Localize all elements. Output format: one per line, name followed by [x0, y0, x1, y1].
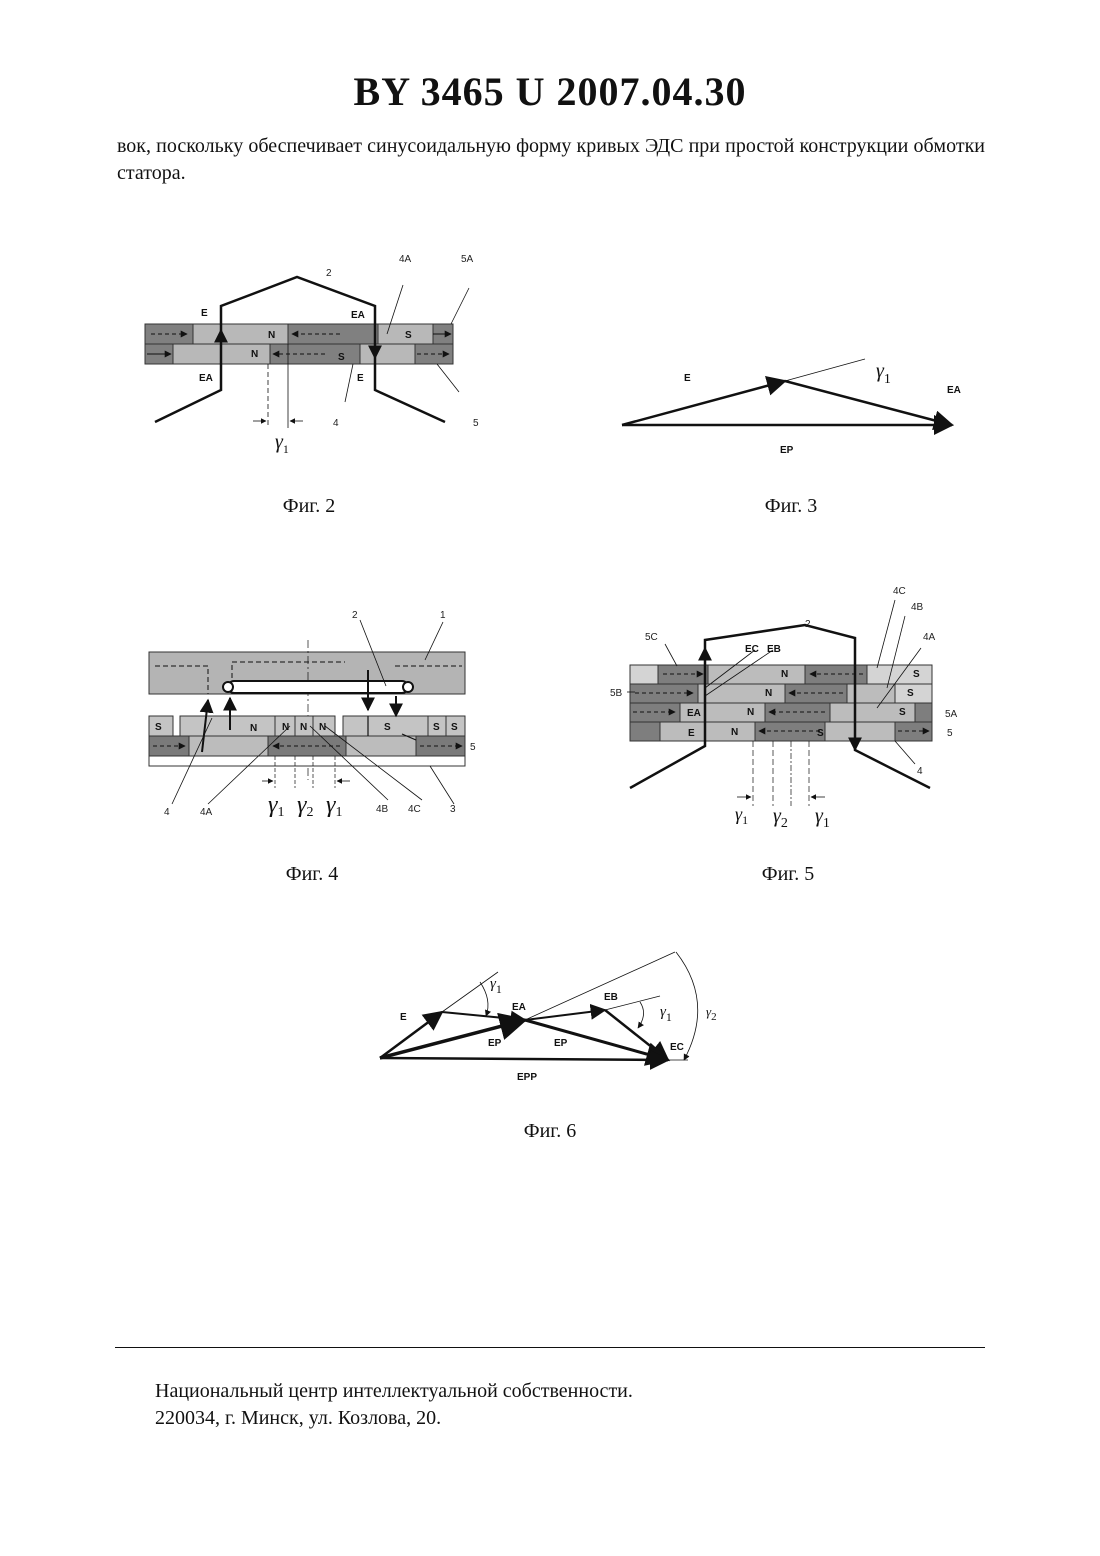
label-EC: EC [745, 644, 759, 655]
label-EP: EP [780, 445, 794, 456]
magnet-N-4: N [319, 722, 326, 733]
magnet-S-3: S [433, 722, 440, 733]
magnet-S-1: S [155, 722, 162, 733]
caption-fig-5: Фиг. 5 [688, 863, 888, 886]
gamma-1-left-subscript: 1 [742, 813, 748, 827]
svg-text:γ2: γ2 [297, 792, 313, 820]
svg-text:γ1: γ1 [268, 792, 284, 820]
label-EP-left: EP [488, 1038, 502, 1049]
caption-fig-3: Фиг. 3 [691, 495, 891, 518]
label-4B: 4B [376, 804, 389, 815]
label-5: 5 [470, 742, 476, 753]
gamma-1-right-subscript: 1 [823, 816, 830, 831]
label-4C: 4C [893, 586, 906, 597]
label-EA-bottom: EA [199, 373, 213, 384]
label-EB: EB [604, 992, 618, 1003]
gamma-subscript: 1 [884, 372, 891, 387]
label-5: 5 [947, 728, 953, 739]
magnet-S-3: S [899, 707, 906, 718]
magnet-N-1: N [781, 669, 788, 680]
magnet-S-top: S [405, 330, 412, 341]
label-3: 3 [450, 804, 456, 815]
label-E-top: E [201, 308, 208, 319]
gamma-1-left-subscript: 1 [496, 982, 502, 996]
magnet-N-bottom: N [251, 349, 258, 360]
footer-line-1: Национальный центр интеллектуальной собс… [155, 1378, 633, 1405]
magnet-S-4: S [451, 722, 458, 733]
svg-text:γ1: γ1 [326, 792, 342, 820]
caption-fig-4: Фиг. 4 [212, 863, 412, 886]
caption-fig-2: Фиг. 2 [209, 495, 409, 518]
gamma-1-right-subscript: 1 [666, 1010, 672, 1024]
label-4: 4 [333, 418, 339, 429]
label-E: E [684, 373, 691, 384]
label-5A: 5A [945, 709, 958, 720]
magnet-N-2: N [282, 722, 289, 733]
label-5B: 5B [610, 688, 623, 699]
magnet-N-4: N [731, 727, 738, 738]
label-EC: EC [670, 1042, 684, 1053]
gamma-subscript: 1 [283, 442, 289, 456]
caption-fig-6: Фиг. 6 [450, 1120, 650, 1143]
svg-text:γ2: γ2 [773, 805, 788, 831]
svg-text:γ1: γ1 [660, 1004, 672, 1024]
footer-divider [115, 1347, 985, 1348]
label-5A: 5A [461, 254, 474, 265]
magnet-N-2: N [765, 688, 772, 699]
gamma-2-subscript: 2 [781, 816, 788, 831]
figure-3: E EA EP γ1 [610, 355, 980, 470]
magnet-N-3: N [300, 722, 307, 733]
label-4: 4 [164, 807, 170, 818]
gamma-2-subscript: 2 [711, 1011, 717, 1023]
magnet-S-2: S [907, 688, 914, 699]
label-4: 4 [917, 766, 923, 777]
figure-2: 2 4A 5A 4 5 E EA EA E N N S S γ1 [135, 240, 495, 465]
label-EA-top: EA [351, 310, 365, 321]
gamma-1-right-subscript: 1 [335, 805, 342, 820]
footer: Национальный центр интеллектуальной собс… [155, 1378, 633, 1432]
label-EA: EA [512, 1002, 526, 1013]
figure-4: 2 1 5 4 4A 4B 4C 3 S N N N N S S S γ1 γ2… [140, 600, 495, 825]
footer-line-2: 220034, г. Минск, ул. Козлова, 20. [155, 1405, 633, 1432]
body-text: вок, поскольку обеспечивает синусоидальн… [117, 133, 985, 187]
label-EP-right: EP [554, 1038, 568, 1049]
magnet-S-1: S [913, 669, 920, 680]
svg-text:γ1: γ1 [815, 805, 830, 831]
label-EA: EA [687, 708, 701, 719]
label-2: 2 [326, 268, 332, 279]
magnet-N-1: N [250, 723, 257, 734]
svg-text:γ2: γ2 [706, 1004, 717, 1023]
magnet-S-4: S [817, 728, 824, 739]
label-5C: 5C [645, 632, 658, 643]
magnet-N-top: N [268, 330, 275, 341]
svg-text:γ1: γ1 [275, 431, 289, 456]
figure-6: E EA EB EC EP EP EPP γ1 γ1 γ2 [370, 940, 740, 1095]
svg-text:γ1: γ1 [876, 360, 891, 387]
document-id-header: BY 3465 U 2007.04.30 [0, 68, 1100, 115]
gamma-1-left-subscript: 1 [277, 805, 284, 820]
label-E-bottom: E [357, 373, 364, 384]
magnet-S-bottom: S [338, 352, 345, 363]
label-5: 5 [473, 418, 479, 429]
label-4A: 4A [200, 807, 213, 818]
figure-5: 2 4C 4B 4A 5A 5 4 5C 5B EC EB EA E N N N… [605, 578, 975, 840]
label-EB: EB [767, 644, 781, 655]
label-4A: 4A [399, 254, 412, 265]
gamma-2-subscript: 2 [306, 805, 313, 820]
label-E: E [688, 728, 695, 739]
label-E: E [400, 1012, 407, 1023]
label-4A: 4A [923, 632, 936, 643]
label-2: 2 [352, 610, 358, 621]
label-EA: EA [947, 385, 961, 396]
label-1: 1 [440, 610, 446, 621]
label-2: 2 [805, 619, 811, 630]
label-EPP: EPP [517, 1072, 537, 1083]
svg-text:γ1: γ1 [735, 804, 748, 827]
magnet-S-2: S [384, 722, 391, 733]
magnet-N-3: N [747, 707, 754, 718]
label-4C: 4C [408, 804, 421, 815]
label-4B: 4B [911, 602, 924, 613]
svg-text:γ1: γ1 [490, 976, 502, 996]
